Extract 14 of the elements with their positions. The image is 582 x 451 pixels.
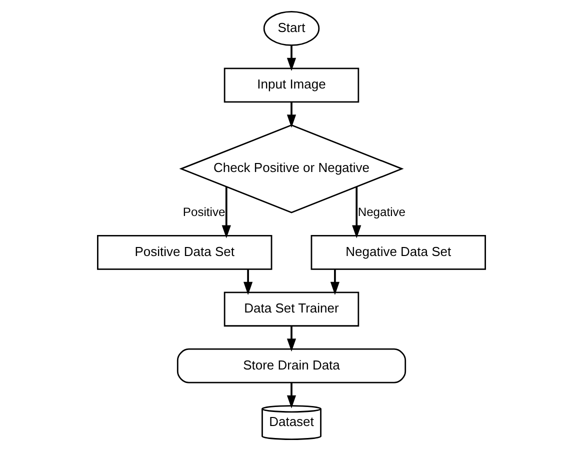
node-ellipse: Start	[262, 11, 320, 46]
node-box: Data Set Trainer	[223, 292, 359, 327]
arrow	[242, 269, 252, 295]
arrow	[330, 269, 340, 295]
node-box: Positive Data Set	[96, 235, 272, 270]
arrow	[286, 45, 296, 71]
arrow	[221, 186, 230, 238]
node-box: Negative Data Set	[310, 235, 486, 270]
arrow	[286, 382, 296, 408]
node-box: Input Image	[223, 68, 359, 103]
arrow	[286, 326, 296, 352]
node-box: Store Drain Data	[176, 348, 406, 384]
arrow	[286, 102, 296, 128]
arrow	[352, 186, 361, 238]
